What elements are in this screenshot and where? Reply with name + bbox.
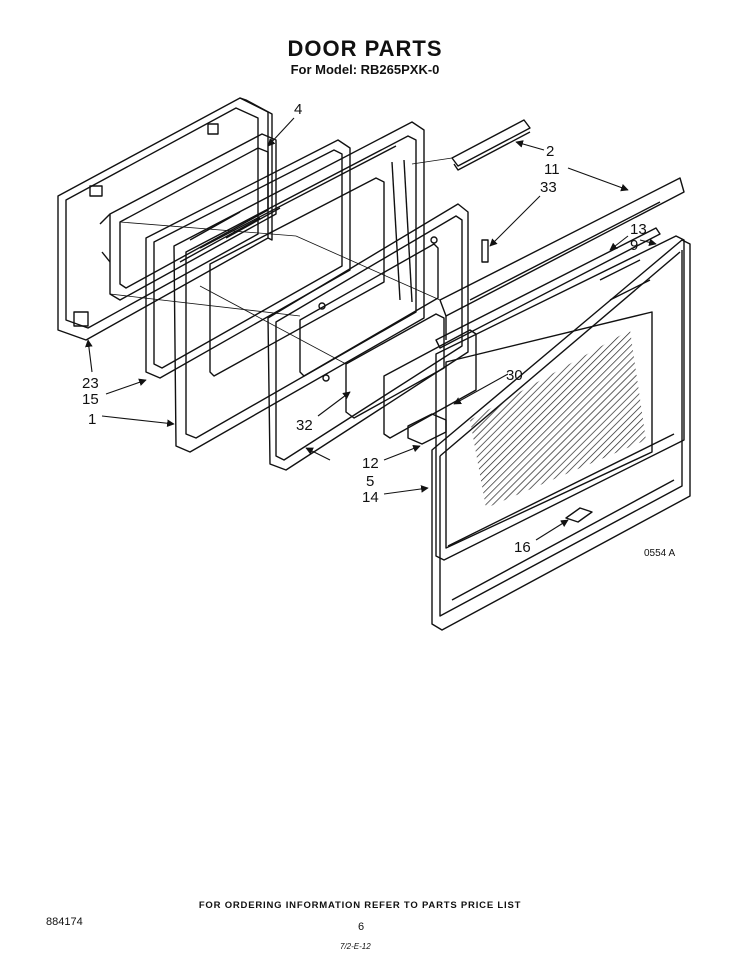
callout-11: 11	[544, 161, 560, 178]
page-number: 6	[358, 921, 365, 933]
part-glass-gasket	[145, 139, 351, 379]
part-handle-bracket	[451, 119, 531, 171]
model-line: For Model: RB265PXK-0	[290, 62, 440, 77]
part-outer-glass	[435, 235, 685, 561]
callout-32: 32	[296, 417, 313, 434]
part-badge	[565, 507, 593, 523]
date-code: 7/2-E-12	[340, 942, 371, 951]
callout-33: 33	[540, 179, 557, 196]
drawing-code: 0554 A	[644, 548, 675, 559]
part-top-trim	[439, 177, 685, 340]
callout-15: 15	[82, 391, 99, 408]
ordering-note: FOR ORDERING INFORMATION REFER TO PARTS …	[198, 900, 522, 911]
callout-5: 5	[366, 473, 374, 490]
part-door-inner-frame	[173, 121, 425, 453]
part-outer-door-frame	[431, 239, 691, 631]
callout-leaders	[85, 117, 657, 541]
callout-30: 30	[506, 367, 523, 384]
callout-1: 1	[88, 411, 96, 428]
callout-23: 23	[82, 375, 99, 392]
callout-2: 2	[546, 143, 554, 160]
document-number: 884174	[46, 916, 83, 928]
callout-12: 12	[362, 455, 379, 472]
callout-9: 9	[630, 237, 638, 254]
part-retainer-strip	[435, 227, 661, 349]
part-clip	[481, 239, 489, 263]
callout-16: 16	[514, 539, 531, 556]
callout-4: 4	[294, 101, 302, 118]
part-hinge-block	[407, 413, 447, 445]
part-glass-strip	[345, 313, 477, 439]
part-door-panel	[267, 203, 469, 471]
part-inner-door-liner	[57, 97, 273, 341]
callout-13: 13	[630, 221, 647, 238]
page-title: DOOR PARTS	[287, 36, 443, 61]
callout-14: 14	[362, 489, 379, 506]
